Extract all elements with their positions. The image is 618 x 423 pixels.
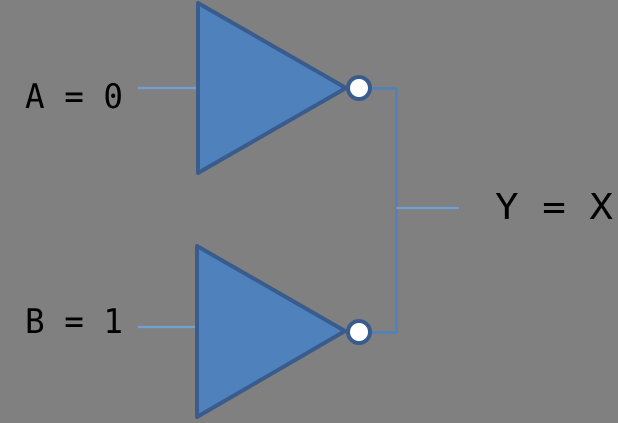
input-a-label: A = 0 <box>25 77 123 117</box>
output-label: Y = X <box>495 187 613 228</box>
input-b-label: B = 1 <box>25 302 123 342</box>
inverter-a-bubble-icon <box>346 75 372 101</box>
inverter-b-triangle-icon <box>195 244 347 419</box>
inverter-b-bubble-icon <box>346 319 372 345</box>
output-bus-wire <box>371 87 398 334</box>
inverter-a-triangle-icon <box>196 1 348 175</box>
